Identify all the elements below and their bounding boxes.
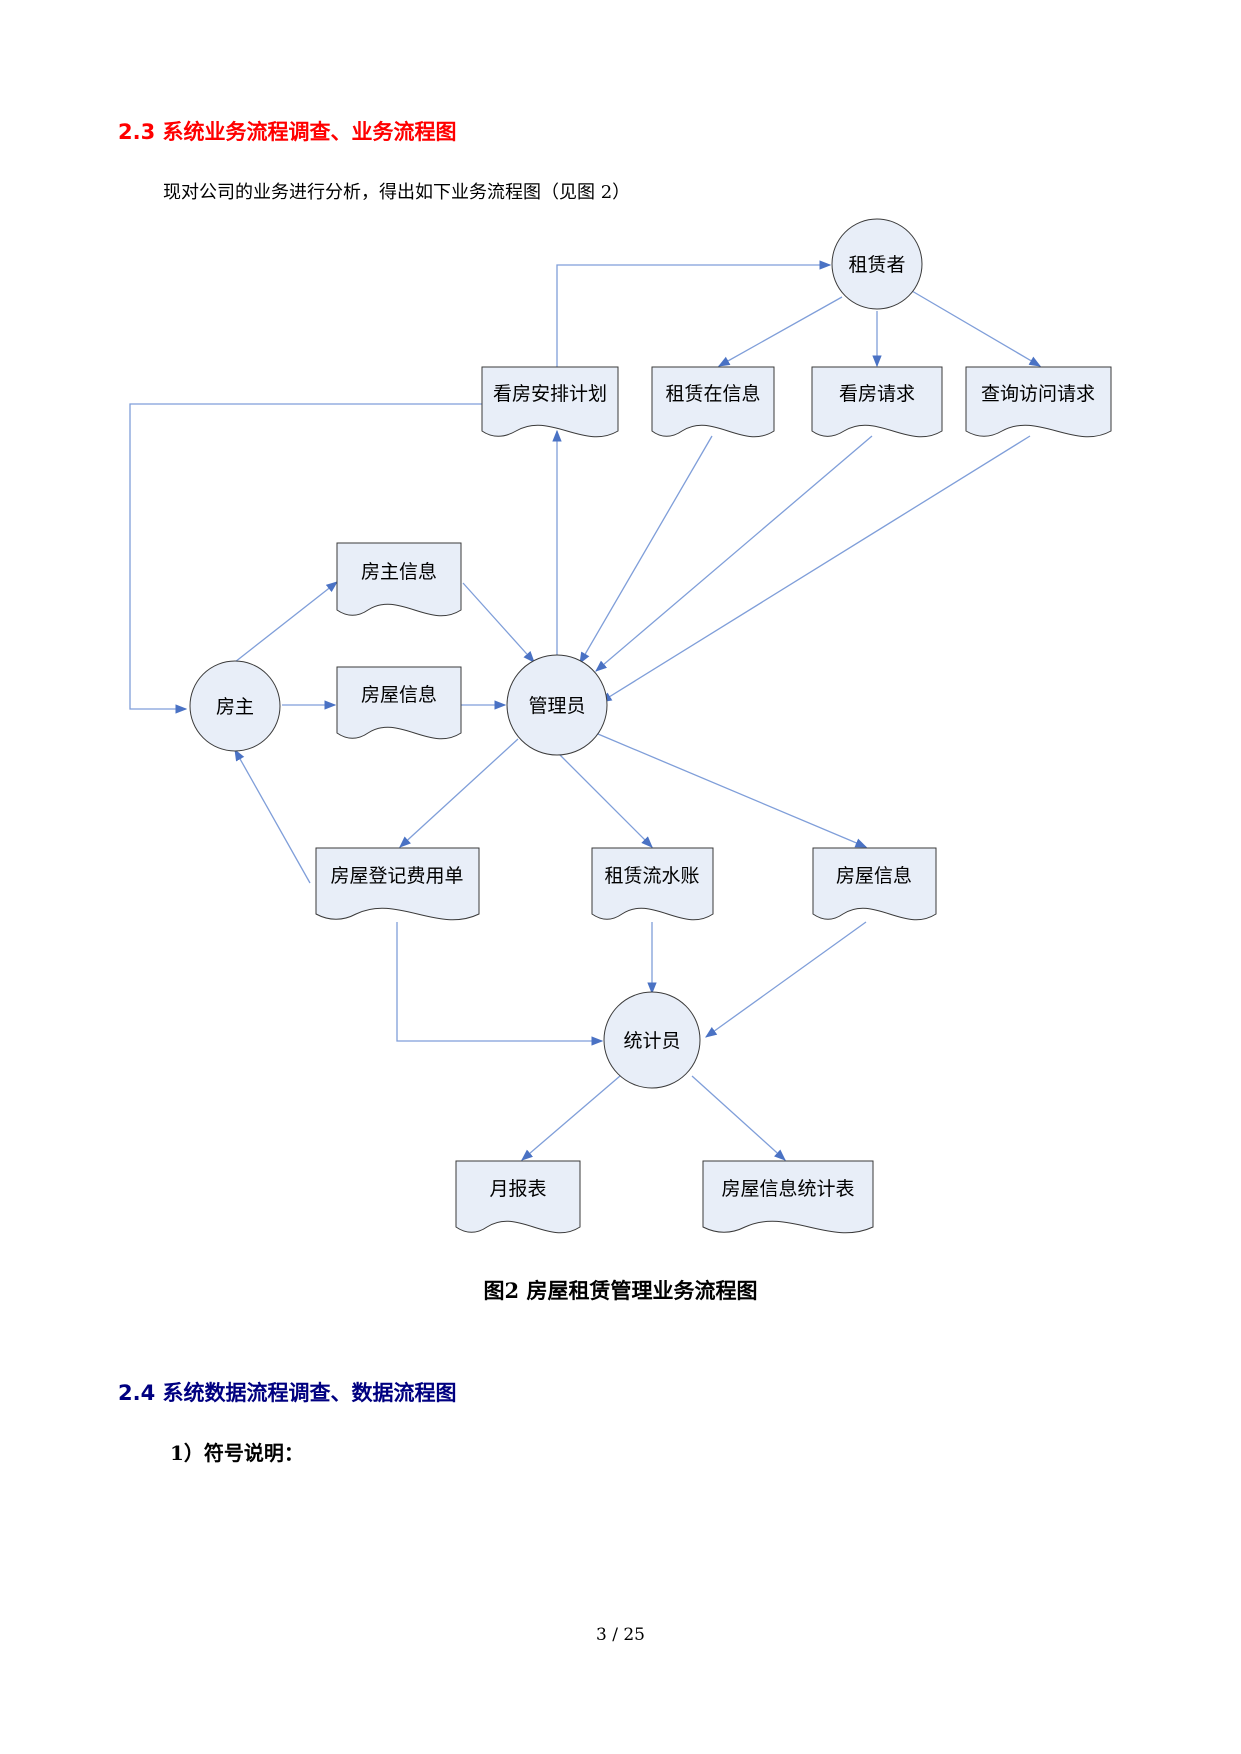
arrow-feesheet-to-landlord bbox=[234, 748, 311, 884]
doc-rental-ledger: 租赁流水账 bbox=[591, 847, 714, 921]
doc-landlord-info: 房主信息 bbox=[336, 542, 462, 617]
arrow-rentalinfo-to-manager bbox=[579, 435, 713, 665]
svg-text:房屋信息统计表: 房屋信息统计表 bbox=[721, 1178, 854, 1200]
page-number: 3 / 25 bbox=[596, 1625, 645, 1645]
arrow-houseinfo-out-to-statistician bbox=[705, 921, 867, 1038]
symbol-legend-heading: 1）符号说明： bbox=[170, 1441, 304, 1465]
section-heading-2-4: 2.4 系统数据流程调查、数据流程图 bbox=[118, 1381, 457, 1405]
svg-text:租赁者: 租赁者 bbox=[848, 254, 905, 276]
arrow-statistician-to-monthly bbox=[521, 1075, 621, 1161]
doc-house-stats: 房屋信息统计表 bbox=[702, 1160, 874, 1234]
node-renter: 租赁者 bbox=[831, 218, 923, 310]
section-heading-2-3: 2.3 系统业务流程调查、业务流程图 bbox=[118, 120, 457, 144]
svg-text:查询访问请求: 查询访问请求 bbox=[981, 383, 1095, 405]
node-manager: 管理员 bbox=[506, 654, 608, 756]
doc-rental-info: 租赁在信息 bbox=[651, 366, 775, 438]
node-landlord: 房主 bbox=[189, 660, 281, 752]
doc-viewing-request: 看房请求 bbox=[811, 366, 943, 438]
figure-caption: 图2 房屋租赁管理业务流程图 bbox=[483, 1278, 758, 1303]
svg-text:管理员: 管理员 bbox=[528, 695, 585, 717]
svg-text:房屋信息: 房屋信息 bbox=[836, 865, 912, 887]
svg-text:房屋登记费用单: 房屋登记费用单 bbox=[330, 865, 463, 887]
svg-text:看房请求: 看房请求 bbox=[839, 383, 915, 405]
svg-text:租赁流水账: 租赁流水账 bbox=[604, 865, 699, 887]
arrow-viewrequest-to-manager bbox=[595, 435, 873, 672]
svg-text:月报表: 月报表 bbox=[489, 1178, 546, 1200]
doc-fee-sheet: 房屋登记费用单 bbox=[315, 847, 480, 921]
doc-house-info-out: 房屋信息 bbox=[812, 847, 937, 921]
arrow-feesheet-to-statistician bbox=[396, 922, 604, 1046]
arrow-landlord-to-landlordinfo bbox=[234, 581, 338, 663]
svg-text:统计员: 统计员 bbox=[623, 1030, 680, 1052]
arrow-manager-to-ledger bbox=[556, 751, 653, 848]
arrow-plan-to-landlord bbox=[129, 403, 482, 714]
arrow-renter-to-rentalinfo bbox=[717, 296, 843, 367]
svg-text:房主: 房主 bbox=[216, 696, 254, 718]
svg-text:房屋信息: 房屋信息 bbox=[361, 684, 437, 706]
svg-text:租赁在信息: 租赁在信息 bbox=[665, 383, 760, 405]
arrow-manager-to-houseinfo-out bbox=[597, 733, 868, 848]
node-statistician: 统计员 bbox=[603, 991, 701, 1089]
arrow-query-to-manager bbox=[600, 435, 1031, 703]
arrow-statistician-to-stats bbox=[691, 1075, 786, 1161]
arrow-plan-to-renter bbox=[556, 260, 832, 374]
flow-connectors bbox=[129, 260, 1042, 1161]
doc-query-request: 查询访问请求 bbox=[965, 366, 1112, 438]
arrow-manager-to-feesheet bbox=[399, 738, 519, 848]
intro-paragraph: 现对公司的业务进行分析，得出如下业务流程图（见图 2） bbox=[163, 182, 631, 203]
doc-monthly-report: 月报表 bbox=[455, 1160, 581, 1234]
doc-house-info-in: 房屋信息 bbox=[336, 666, 462, 740]
svg-text:房主信息: 房主信息 bbox=[361, 561, 437, 583]
doc-viewing-plan: 看房安排计划 bbox=[481, 366, 619, 438]
arrow-renter-to-query bbox=[911, 290, 1042, 367]
svg-text:看房安排计划: 看房安排计划 bbox=[493, 383, 607, 405]
arrow-landlordinfo-to-manager bbox=[462, 582, 535, 663]
